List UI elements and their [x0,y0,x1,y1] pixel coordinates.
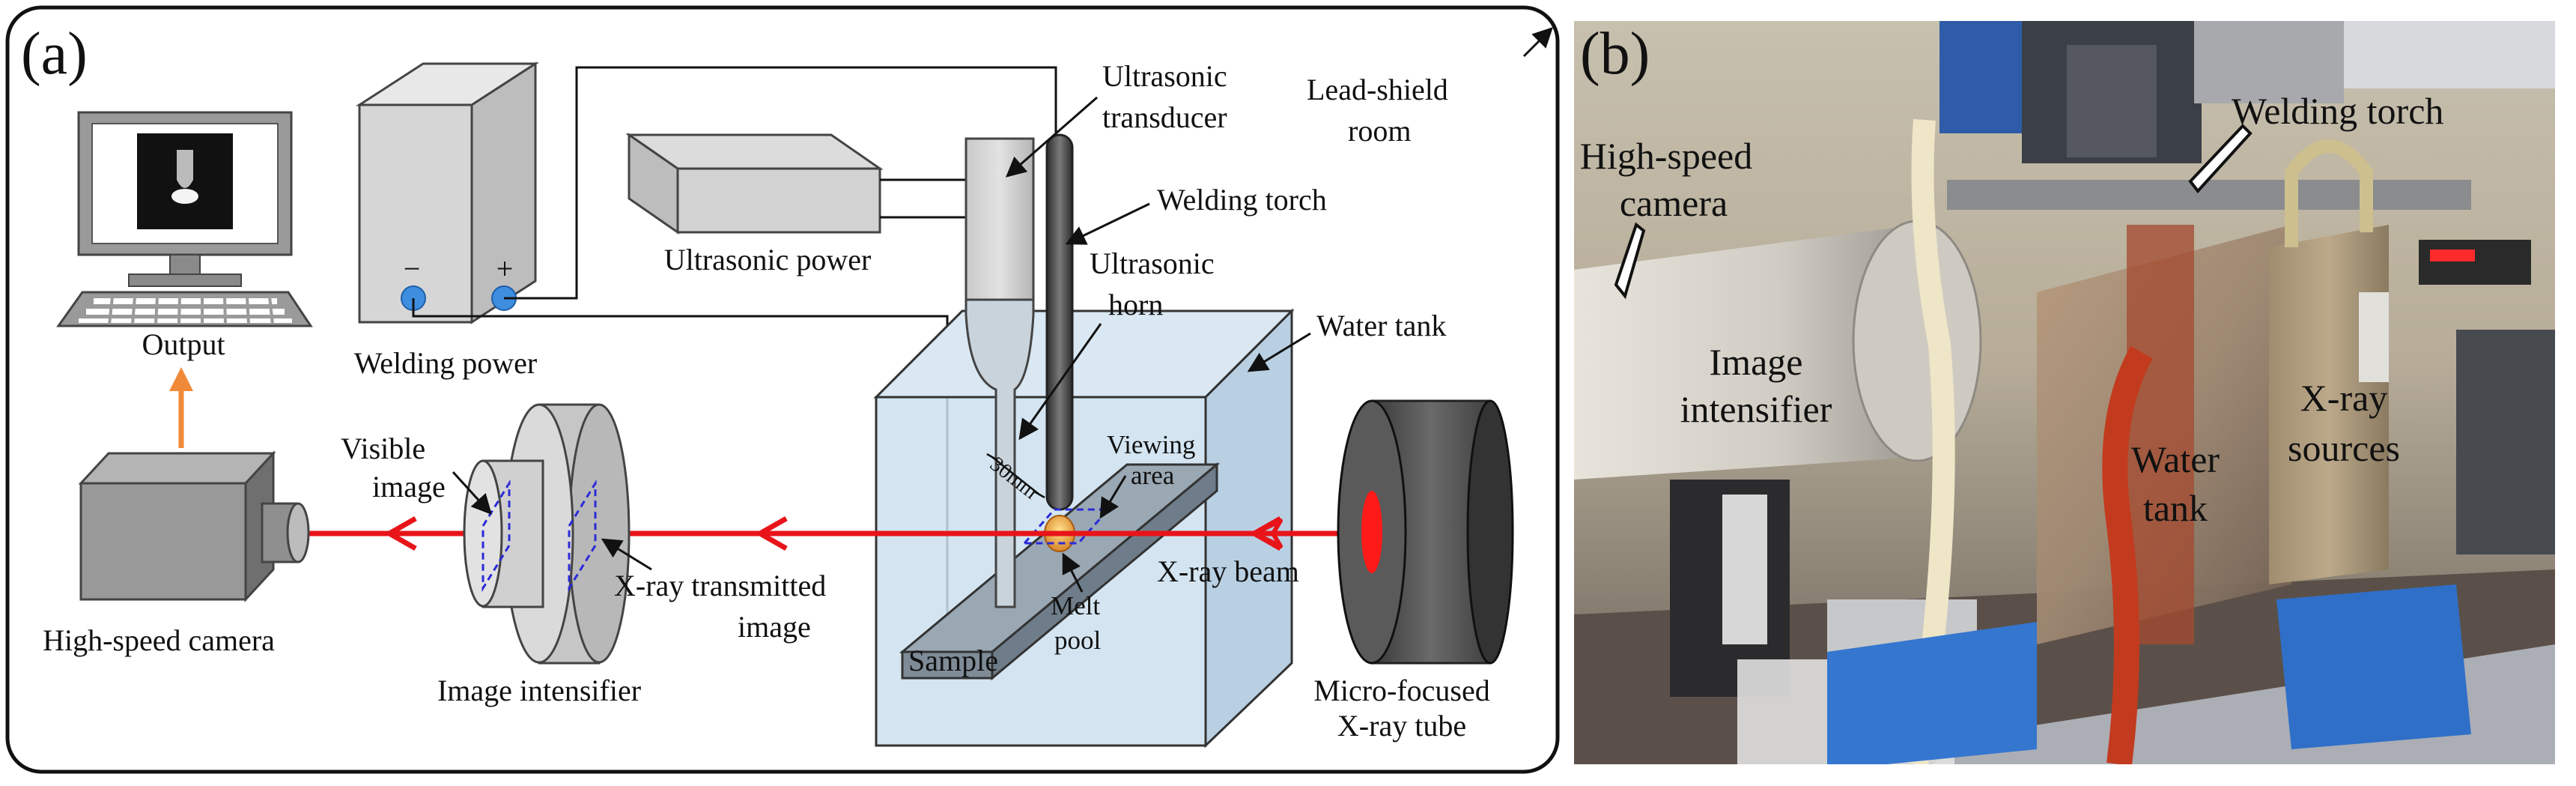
welding-torch-label: Welding torch [1157,183,1327,217]
melt-pool-label-2: pool [1054,626,1102,655]
sample-label: Sample [908,644,998,677]
transducer-arrow [1005,96,1098,178]
output-label: Output [142,327,225,361]
lead-shield-room-frame [5,5,1560,774]
photo-high-speed-camera-label-1: High-speed [1580,135,1753,177]
ultrasonic-power-box [625,133,884,235]
photo-camera-arrow [1614,222,1646,300]
viewing-area-label-1: Viewing [1107,430,1195,459]
horn-arrow [1018,323,1102,441]
high-speed-camera-icon [78,450,310,602]
minus-terminal-sign: − [404,252,421,285]
leader-arrows-b [1614,124,2253,300]
ultrasonic-power-wires [880,178,966,219]
visible-image-plane [482,479,511,593]
image-intensifier-icon [463,403,631,665]
torch-arrow [1065,202,1150,245]
lead-shield-arrow [1522,27,1553,58]
visible-image-label-2: image [372,470,446,504]
xray-transmitted-label-1: X-ray transmitted [614,569,826,602]
water-tank-arrow [1247,332,1311,372]
xray-beam-label: X-ray beam [1157,554,1299,588]
water-tank-label: Water tank [1316,309,1446,342]
high-speed-camera-label: High-speed camera [43,623,275,657]
ultrasonic-transducer-label-1: Ultrasonic [1102,59,1227,93]
photo-water-tank-label-1: Water [2131,438,2220,480]
photo-torch-arrow [2188,124,2253,194]
ultrasonic-horn-label-1: Ultrasonic [1090,247,1215,280]
melt-pool-arrow [1062,552,1084,593]
ultrasonic-transducer-label-2: transducer [1102,100,1227,134]
xray-image-plane [568,479,597,593]
xray-tube-icon [1337,399,1514,665]
panel-a-label: (a) [21,21,88,87]
viewing-area-plane [1021,508,1111,545]
ultrasonic-horn-label-2: horn [1108,288,1163,321]
viewing-area-arrow [1099,475,1127,519]
panel-a: (a) Output [5,5,1560,774]
xray-image-arrow [601,538,652,571]
visible-image-label-1: Visible [341,432,425,465]
ultrasonic-power-label: Ultrasonic power [664,243,872,276]
welding-power-box [355,61,540,324]
melt-pool-label-1: Melt [1051,591,1100,620]
photo-welding-torch-label: Welding torch [2232,90,2443,132]
keyboard-icon [56,291,313,327]
sample-plate [899,462,1221,681]
photo-image-intensifier-label-2: intensifier [1680,388,1832,430]
lead-shield-label-2: room [1348,114,1411,148]
welding-torch [1045,133,1074,511]
visible-image-arrow [452,471,492,515]
ultrasonic-horn [965,298,1035,608]
photo-image-intensifier-label-1: Image [1710,341,1803,383]
micro-focused-label-1: Micro-focused [1313,674,1489,707]
panel-b-label: (b) [1580,21,1650,87]
leader-arrows-a [452,27,1553,593]
photo-water-tank-label-2: tank [2143,487,2208,529]
photo-high-speed-camera-label-2: camera [1620,182,1728,224]
photo-xray-sources-label-2: sources [2288,427,2400,469]
photo-xray-sources-label-1: X-ray [2300,377,2388,419]
xray-transmitted-label-2: image [738,610,811,644]
computer-monitor-icon [77,111,293,287]
setup-photo [1574,21,2555,764]
viewing-area-label-2: area [1131,461,1175,490]
output-arrow [169,367,193,448]
image-intensifier-label: Image intensifier [437,674,641,707]
panel-b: (b) High-speed camera Welding torch Imag… [1574,21,2555,764]
plus-terminal-sign: + [496,252,514,285]
micro-focused-label-2: X-ray tube [1337,709,1466,743]
distance-marker [986,453,1045,499]
lead-shield-label-1: Lead-shield [1307,73,1448,106]
welding-power-label: Welding power [354,346,538,380]
